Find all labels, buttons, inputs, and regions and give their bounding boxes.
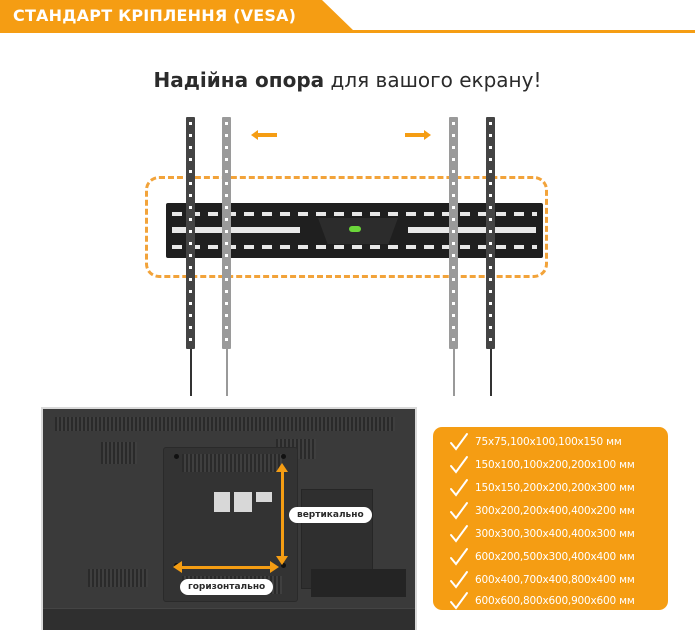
vesa-item-text: 600x600,800x600,900x600 мм <box>475 595 635 607</box>
checkmark-icon <box>449 547 469 567</box>
vent-bottom-left <box>88 569 148 587</box>
checkmark-icon <box>449 432 469 452</box>
checkmark-icon <box>449 570 469 590</box>
vesa-item: 75x75,100x100,100x150 мм <box>449 431 622 453</box>
safety-cord-4 <box>490 349 492 396</box>
checkmark-icon <box>449 591 469 611</box>
vesa-hole-top-left <box>174 454 179 459</box>
top-vent <box>55 417 395 431</box>
vesa-item: 600x400,700x400,800x400 мм <box>449 569 635 591</box>
tv-bottom-edge <box>43 608 415 630</box>
mount-arm-inner-right <box>449 117 458 349</box>
label-sticker-2 <box>234 492 252 512</box>
horizontal-label: горизонтально <box>180 579 274 595</box>
vent-left <box>101 442 137 464</box>
arrowhead-down-icon <box>276 556 288 565</box>
io-block <box>311 569 406 597</box>
wide-slot-left <box>172 227 300 233</box>
safety-cord-2 <box>226 349 228 396</box>
vesa-item-text: 600x200,500x300,400x400 мм <box>475 551 635 563</box>
subtitle-bold: Надійна опора <box>153 68 325 92</box>
checkmark-icon <box>449 478 469 498</box>
checkmark-icon <box>449 524 469 544</box>
arrowhead-right-icon <box>270 561 279 573</box>
vesa-hole-bottom-right <box>281 563 286 568</box>
safety-cord-3 <box>453 349 455 396</box>
mount-arm-inner-left <box>222 117 231 349</box>
safety-cord-1 <box>190 349 192 396</box>
vesa-item: 150x100,100x200,200x100 мм <box>449 454 635 476</box>
header-banner: СТАНДАРТ КРІПЛЕННЯ (VESA) <box>0 0 355 32</box>
vesa-item-text: 75x75,100x100,100x150 мм <box>475 436 622 448</box>
bubble-level-icon <box>349 226 361 232</box>
label-sticker-3 <box>256 492 272 502</box>
vesa-item: 300x300,300x400,400x300 мм <box>449 523 635 545</box>
vesa-item: 150x150,200x200,200x300 мм <box>449 477 635 499</box>
mount-arm-outer-left <box>186 117 195 349</box>
vesa-sizes-card: 75x75,100x100,100x150 мм 150x100,100x200… <box>433 427 668 610</box>
checkmark-icon <box>449 501 469 521</box>
subtitle-regular: для вашого екрану! <box>324 68 542 92</box>
label-sticker-1 <box>214 492 230 512</box>
wall-mount-illustration <box>0 110 695 400</box>
arrowhead-left-icon <box>173 561 182 573</box>
checkmark-icon <box>449 455 469 475</box>
vesa-item: 300x200,200x400,400x200 мм <box>449 500 635 522</box>
vesa-hole-top-right <box>281 454 286 459</box>
horizontal-dimension-arrow <box>178 566 276 569</box>
wide-slot-right <box>408 227 536 233</box>
slot-row-top <box>172 212 537 216</box>
vesa-item-text: 150x100,100x200,200x100 мм <box>475 459 635 471</box>
arrowhead-up-icon <box>276 463 288 472</box>
vertical-label: вертикально <box>289 507 372 523</box>
header-title: СТАНДАРТ КРІПЛЕННЯ (VESA) <box>13 6 297 25</box>
highlight-dashed-frame <box>145 176 548 278</box>
subtitle: Надійна опора для вашого екрану! <box>0 68 695 92</box>
panel-vent-top <box>182 454 282 472</box>
vesa-item: 600x200,500x300,400x400 мм <box>449 546 635 568</box>
vesa-item: 600x600,800x600,900x600 мм <box>449 590 635 612</box>
vesa-item-text: 300x300,300x400,400x300 мм <box>475 528 635 540</box>
vesa-item-text: 300x200,200x400,400x200 мм <box>475 505 635 517</box>
mount-arm-outer-right <box>486 117 495 349</box>
vesa-item-text: 600x400,700x400,800x400 мм <box>475 574 635 586</box>
arrow-left-icon <box>251 130 277 140</box>
slot-row-bottom <box>172 245 537 249</box>
arrow-right-icon <box>405 130 431 140</box>
vertical-dimension-arrow <box>281 468 284 562</box>
vesa-item-text: 150x150,200x200,200x300 мм <box>475 482 635 494</box>
